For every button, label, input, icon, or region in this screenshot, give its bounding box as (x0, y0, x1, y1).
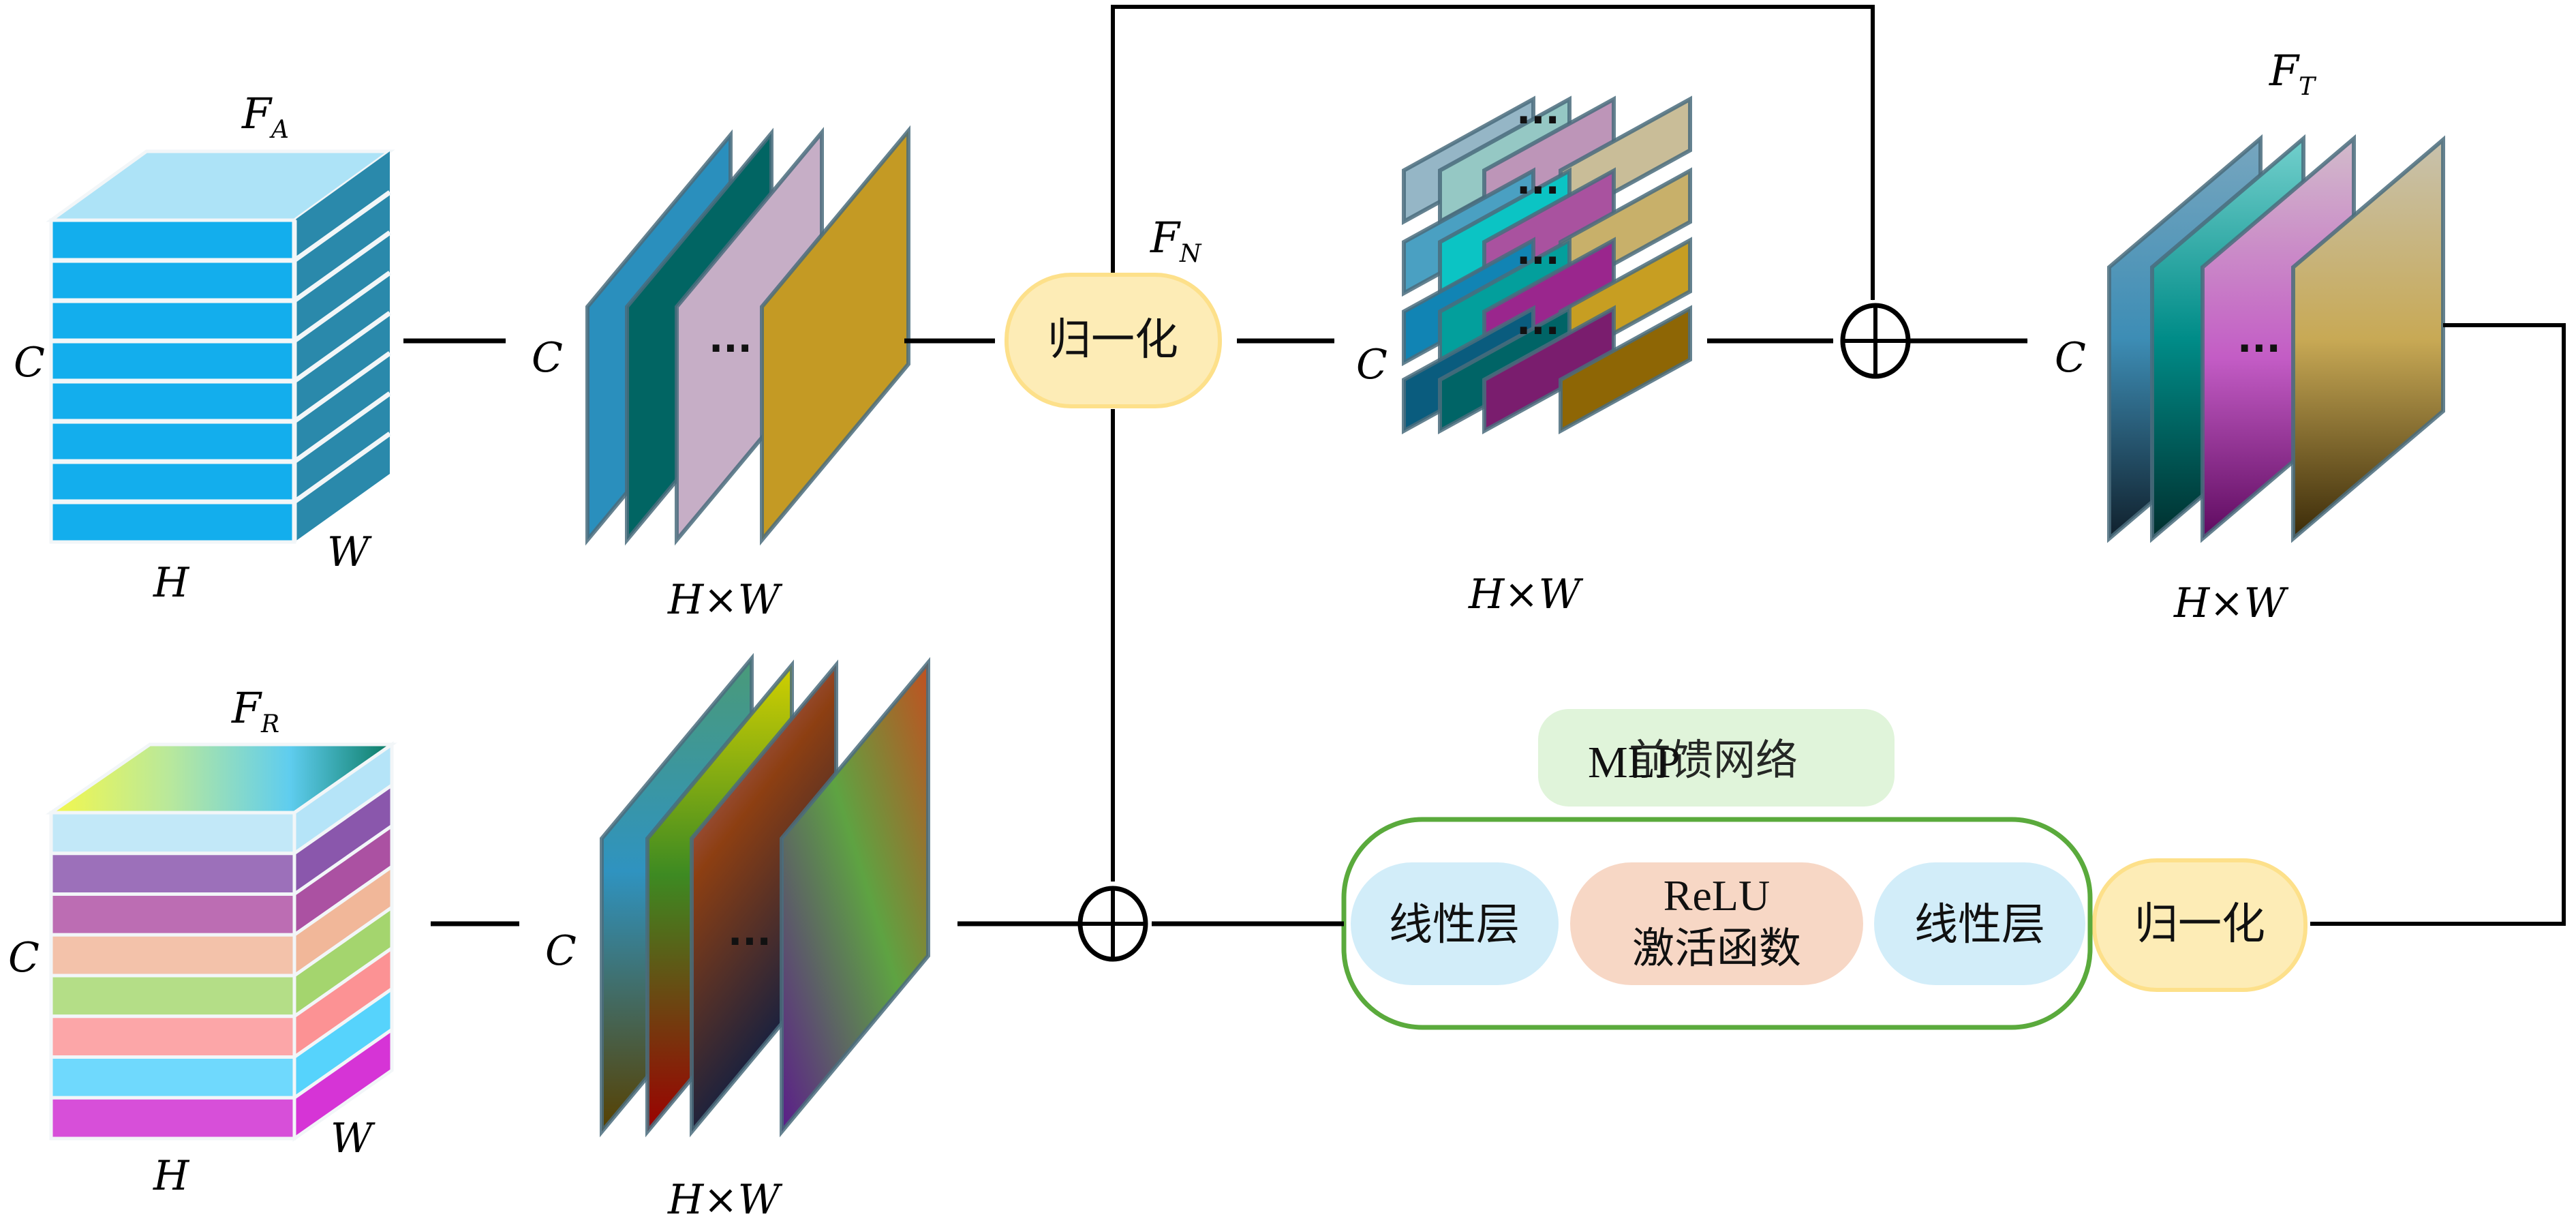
dim-label-c: C (14, 339, 45, 387)
output-tensor-fr: FR C H W (8, 683, 397, 1200)
add-node-2 (1077, 886, 1148, 962)
linear-layer-box[interactable] (1351, 862, 1559, 985)
mlp-title-box (1538, 709, 1895, 807)
feature-plane (2291, 135, 2445, 543)
dim-label-c: C (545, 927, 577, 975)
norm-box[interactable] (2092, 858, 2307, 992)
tensor-label-ft: FT (2269, 46, 2317, 101)
layer-separator (292, 391, 392, 464)
add-node-1 (1840, 303, 1911, 379)
token-cell (1559, 305, 1692, 435)
feature-plane (760, 125, 910, 546)
channel-layer (49, 1014, 296, 1059)
layer-separator (292, 230, 392, 303)
layer-separator (292, 432, 392, 504)
layer-separator (292, 311, 392, 383)
feature-planes-1: ··· C H×W (532, 125, 910, 624)
dim-label-hxw: H×W (667, 576, 783, 624)
dim-label-h: H (153, 1152, 190, 1200)
channel-layer (49, 851, 296, 896)
cube-outline (49, 218, 296, 544)
norm-block-2[interactable]: 归一化 (2092, 858, 2307, 992)
ft-to-norm2-connector (2310, 323, 2566, 926)
mlp-block[interactable]: MLP 前馈网络 线性层 ReLU 激活函数 线性层 (1341, 709, 2093, 1030)
linear-layer-label: 线性层 (1914, 900, 2045, 950)
ellipsis: ··· (1516, 239, 1560, 283)
mlp-title-zh: 前馈网络 (1629, 735, 1798, 785)
layer-separator (292, 271, 392, 343)
dim-label-w: W (331, 1115, 375, 1162)
channel-layer (49, 811, 296, 856)
ellipsis: ··· (1516, 168, 1560, 213)
relu-box[interactable] (1570, 862, 1863, 985)
feature-planes-2: ··· C H×W (545, 652, 930, 1221)
tensor-label-fa: FA (241, 89, 289, 144)
relu-label-line1: ReLU (1663, 871, 1770, 920)
norm-label: 归一化 (2134, 899, 2265, 950)
cube-layer-separators (49, 190, 392, 544)
linear-layer-1[interactable]: 线性层 (1351, 862, 1559, 985)
ellipsis: ··· (728, 920, 771, 964)
norm-box[interactable] (1005, 273, 1222, 408)
relu-label-line2: 激活函数 (1632, 923, 1801, 973)
channel-layer (49, 1096, 296, 1141)
dim-label-hxw: H×W (1468, 571, 1584, 618)
ellipsis: ··· (1516, 309, 1560, 353)
layer-separator (292, 190, 392, 262)
output-tensor-ft: ··· FT C H×W (2055, 46, 2445, 627)
channel-layer (49, 933, 296, 978)
ellipsis: ··· (709, 327, 752, 371)
norm-label: 归一化 (1047, 315, 1178, 365)
linear-layer-label: 线性层 (1389, 900, 1520, 950)
channel-layer (49, 974, 296, 1019)
dim-label-c: C (8, 934, 40, 982)
channel-layer-side (292, 1026, 394, 1142)
residual-skip-top (1111, 5, 1875, 301)
dim-label-h: H (153, 559, 190, 607)
relu-activation[interactable]: ReLU 激活函数 (1570, 862, 1863, 985)
dim-label-hxw: H×W (2173, 579, 2289, 627)
dim-label-c: C (2055, 334, 2086, 382)
ellipsis: ··· (2237, 327, 2281, 371)
feature-plane (780, 657, 930, 1138)
tensor-label-fr: FR (231, 683, 279, 738)
norm-block-1[interactable]: 归一化 (1005, 273, 1222, 408)
mlp-title-en: MLP (1588, 738, 1681, 787)
dim-label-w: W (327, 528, 372, 576)
channel-layer (49, 892, 296, 937)
dim-label-c: C (1356, 341, 1387, 389)
layer-separator (292, 351, 392, 423)
tensor-label-fn: FN (1150, 213, 1202, 268)
linear-layer-box[interactable] (1874, 862, 2085, 985)
dim-label-hxw: H×W (667, 1176, 783, 1221)
ellipsis: ··· (1516, 98, 1560, 142)
dim-label-c: C (532, 334, 563, 382)
input-tensor-fa: FA C H W (14, 89, 395, 607)
token-grid: ··· ··· ··· ··· C H×W (1356, 95, 1692, 618)
channel-layer (49, 1055, 296, 1100)
linear-layer-2[interactable]: 线性层 (1874, 862, 2085, 985)
